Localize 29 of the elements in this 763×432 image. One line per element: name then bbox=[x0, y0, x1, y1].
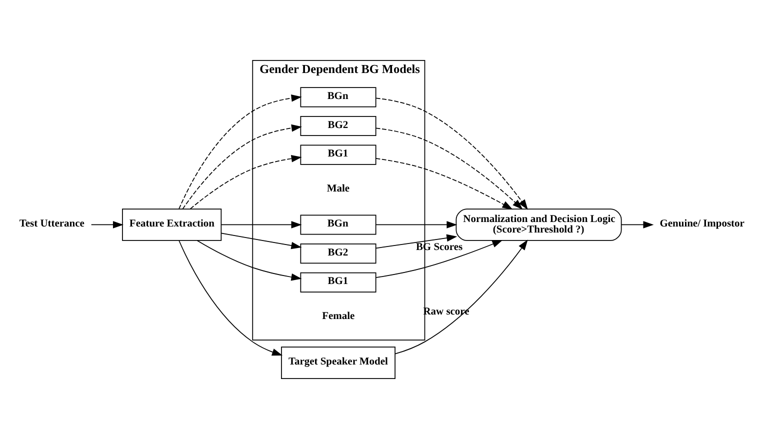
node-box: Target Speaker Model bbox=[281, 346, 396, 379]
arrow bbox=[178, 240, 283, 356]
arrow bbox=[376, 221, 458, 228]
arrow bbox=[620, 221, 654, 228]
label: Female bbox=[322, 311, 355, 322]
arrow bbox=[376, 234, 458, 249]
arrow bbox=[182, 124, 302, 210]
node-box: Feature Extraction bbox=[122, 208, 222, 241]
arrow bbox=[376, 240, 503, 278]
arrow bbox=[90, 221, 124, 228]
arrow bbox=[178, 94, 302, 210]
arrow bbox=[394, 240, 528, 354]
arrow bbox=[376, 98, 528, 210]
node-box: Normalization and Decision Logic (Score>Threshold ?) bbox=[456, 208, 622, 241]
arrow bbox=[220, 221, 302, 228]
arrow bbox=[220, 232, 302, 250]
node-box: BG2 bbox=[300, 244, 376, 264]
arrow bbox=[190, 154, 302, 210]
arrow bbox=[376, 128, 523, 210]
node-box: BGn bbox=[300, 87, 376, 108]
node-text: Test Utterance bbox=[19, 218, 84, 230]
node-text: Genuine/ Impostor bbox=[660, 218, 744, 230]
node-box: BGn bbox=[300, 214, 376, 235]
arrow bbox=[376, 158, 513, 210]
label: Male bbox=[326, 184, 350, 195]
arrow bbox=[196, 240, 302, 281]
node-box: BG1 bbox=[300, 272, 376, 292]
node-box: BG2 bbox=[300, 116, 376, 136]
node-box: BG1 bbox=[300, 144, 376, 165]
